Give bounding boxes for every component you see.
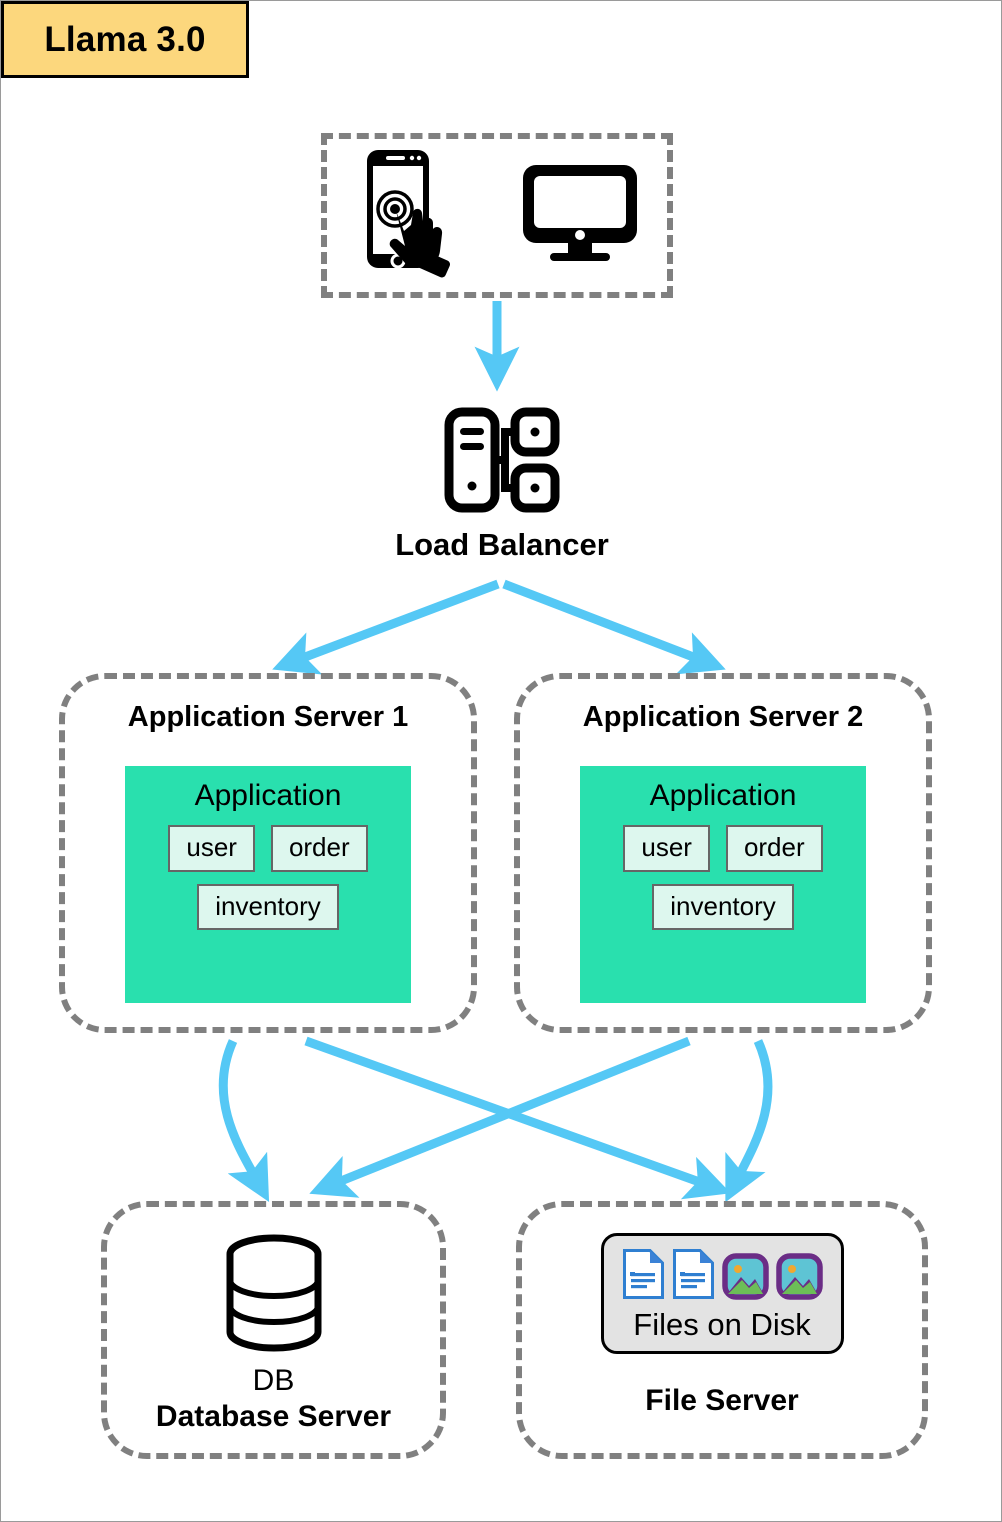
app-server-2-node: Application Server 2 Application user or… — [514, 673, 932, 1033]
app-server-2-title: Application Server 2 — [582, 701, 864, 733]
document-icon-1 — [622, 1248, 665, 1305]
files-on-disk-label: Files on Disk — [633, 1307, 811, 1342]
arrow-lb-to-app-server-2 — [502, 579, 726, 675]
app-server-1-title: Application Server 1 — [127, 701, 409, 733]
database-server-title: Database Server — [155, 1400, 392, 1433]
app-server-2-application-box: Application user order inventory — [580, 766, 866, 1003]
arrow-app2-to-file-server — [725, 1039, 773, 1203]
version-badge-label: Llama 3.0 — [44, 19, 206, 59]
client-devices-group — [321, 133, 673, 298]
module-inventory: inventory — [652, 883, 794, 931]
arrow-app1-to-file-server — [304, 1036, 731, 1200]
arrow-app1-to-database — [218, 1039, 270, 1203]
app-server-2-module-row-2: inventory — [652, 883, 794, 931]
module-order: order — [270, 825, 368, 872]
load-balancer-node: Load Balancer — [372, 406, 632, 576]
app-server-1-node: Application Server 1 Application user or… — [59, 673, 477, 1033]
file-server-title: File Server — [645, 1384, 799, 1417]
app-server-1-module-row-2: inventory — [197, 883, 339, 931]
app-server-2-module-row-1: user order — [623, 825, 823, 872]
database-server-node: DB Database Server — [101, 1201, 446, 1459]
app-server-2-application-label: Application — [649, 779, 797, 812]
load-balancer-label: Load Balancer — [395, 527, 609, 562]
file-server-content: Files on Disk File Server — [522, 1207, 922, 1453]
image-icon-2 — [775, 1253, 823, 1305]
module-user: user — [168, 825, 255, 872]
database-server-content: DB Database Server — [107, 1207, 440, 1453]
app-server-1-application-box: Application user order inventory — [125, 766, 411, 1003]
files-on-disk-panel: Files on Disk — [600, 1233, 844, 1354]
app-server-1-application-label: Application — [194, 779, 342, 812]
mobile-touch-icon — [355, 147, 459, 284]
file-server-node: Files on Disk File Server — [516, 1201, 928, 1459]
arrow-lb-to-app-server-1 — [272, 579, 500, 675]
load-balancer-icon — [443, 406, 561, 519]
database-sublabel: DB — [252, 1364, 295, 1397]
module-inventory: inventory — [197, 883, 339, 931]
document-icon-2 — [672, 1248, 715, 1305]
database-cylinder-icon — [221, 1233, 327, 1358]
file-icon-row — [622, 1248, 823, 1305]
client-icon-row — [327, 139, 667, 292]
version-badge: Llama 3.0 — [1, 1, 249, 78]
module-user: user — [623, 825, 710, 872]
app-server-1-module-row-1: user order — [168, 825, 368, 872]
arrow-app2-to-database — [309, 1036, 691, 1198]
desktop-monitor-icon — [521, 163, 639, 268]
module-order: order — [725, 825, 823, 872]
image-icon-1 — [721, 1253, 769, 1305]
